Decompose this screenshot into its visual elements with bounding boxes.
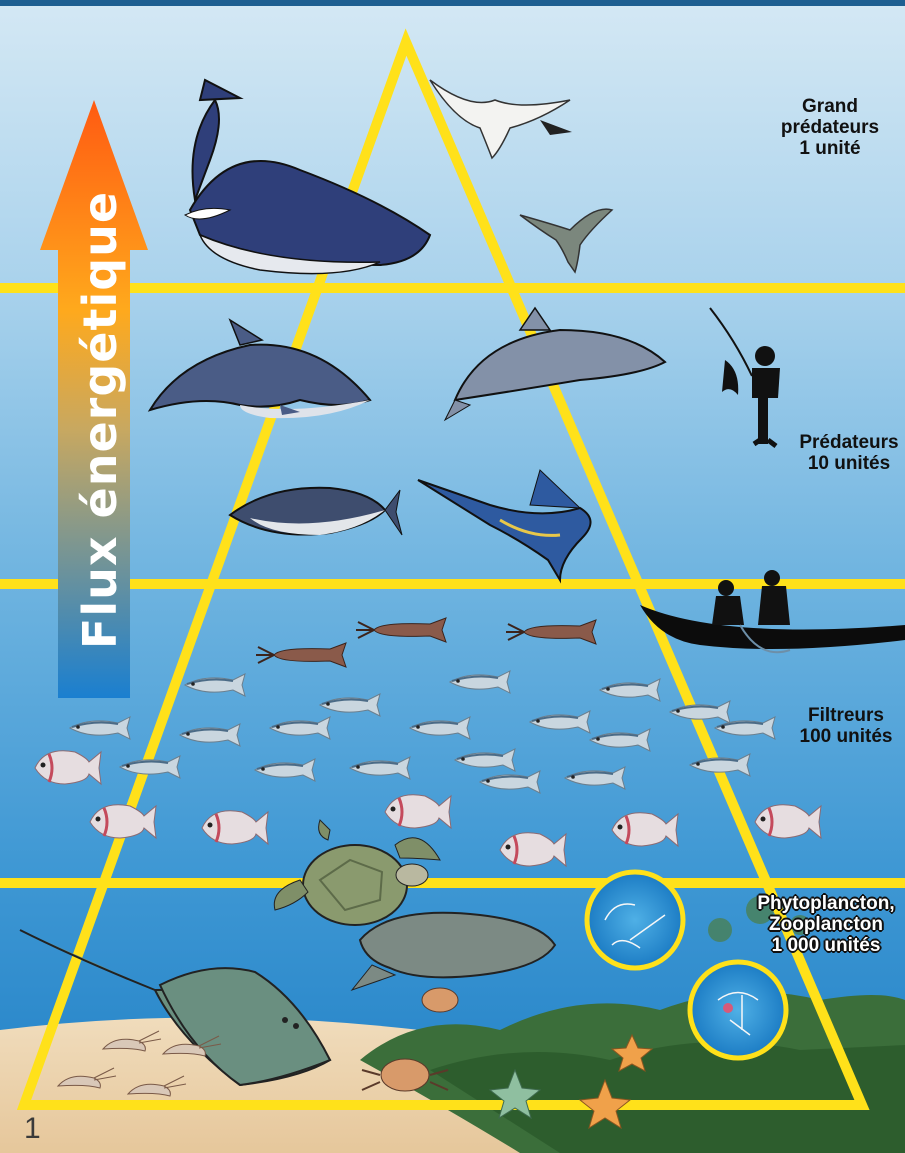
energy-flow-label: Flux énergétique xyxy=(73,191,127,649)
level-label-top-predators: Grand prédateurs 1 unité xyxy=(775,96,885,159)
level-label-filters: Filtreurs 100 unités xyxy=(790,705,902,747)
level-label-plankton: Phytoplancton, Zooplancton 1 000 unités xyxy=(750,893,902,956)
top-border xyxy=(0,0,905,6)
level-label-predators: Prédateurs 10 unités xyxy=(790,432,905,474)
page-number: 1 xyxy=(24,1112,41,1146)
